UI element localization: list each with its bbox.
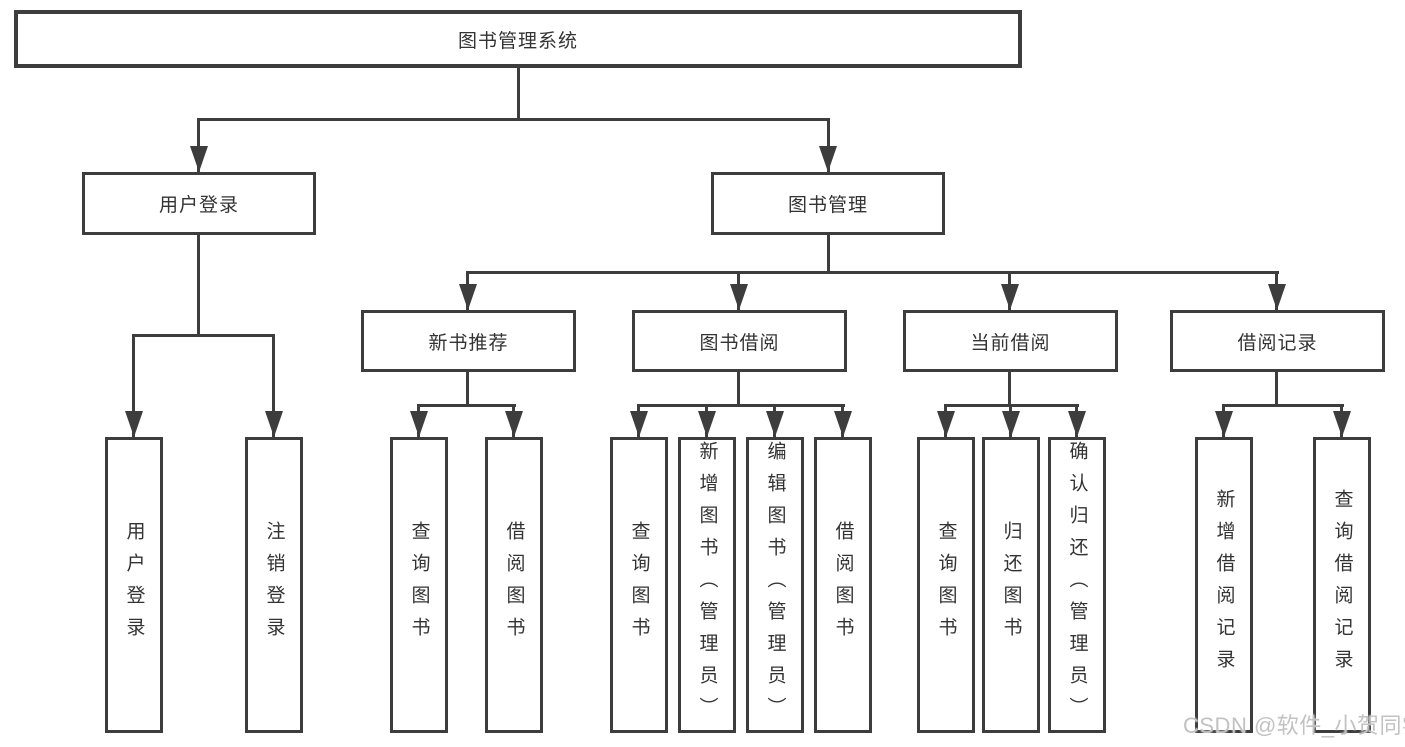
node-new-book-recommendation: 新书推荐 xyxy=(361,310,576,372)
arrow-down-icon xyxy=(834,411,852,437)
connector-root-stem xyxy=(517,66,520,121)
connector-level3-bar xyxy=(466,271,1279,274)
node-label: 借阅图书 xyxy=(832,521,854,649)
connector-line xyxy=(1008,370,1011,407)
node-label: 图书管理系统 xyxy=(457,30,578,52)
arrow-down-icon xyxy=(630,411,648,437)
arrow-down-icon xyxy=(1215,411,1233,437)
connector-level2-bar xyxy=(197,118,830,121)
node-book-borrowing: 图书借阅 xyxy=(632,310,847,372)
node-label: 新增图书（管理员） xyxy=(696,441,718,729)
connector-group-bar xyxy=(417,404,516,407)
node-label: 查询图书 xyxy=(628,521,650,649)
node-borrowing-records: 借阅记录 xyxy=(1170,310,1385,372)
connector-group-bar xyxy=(637,404,845,407)
node-label: 查询借阅记录 xyxy=(1331,489,1353,681)
leaf-edit-books-admin: 编辑图书（管理员） xyxy=(746,437,804,733)
arrow-down-icon xyxy=(766,411,784,437)
node-label: 用户登录 xyxy=(158,195,239,216)
node-current-borrowing: 当前借阅 xyxy=(903,310,1118,372)
node-label: 图书管理 xyxy=(787,195,868,216)
connector-line xyxy=(466,370,469,407)
arrow-down-icon xyxy=(459,284,477,310)
node-label: 新书推荐 xyxy=(428,332,509,354)
node-label: 当前借阅 xyxy=(970,332,1051,354)
node-label: 图书借阅 xyxy=(699,332,780,354)
arrow-down-icon xyxy=(190,146,208,172)
leaf-confirm-return-admin: 确认归还（管理员） xyxy=(1048,437,1106,733)
arrow-down-icon xyxy=(1268,284,1286,310)
node-label: 编辑图书（管理员） xyxy=(764,441,786,729)
leaf-logout: 注销登录 xyxy=(245,437,303,733)
csdn-watermark: CSDN @软件_小贺同学 xyxy=(1183,713,1405,738)
node-label: 新增借阅记录 xyxy=(1213,489,1235,681)
leaf-add-borrow-record: 新增借阅记录 xyxy=(1195,437,1253,733)
leaf-add-books-admin: 新增图书（管理员） xyxy=(678,437,736,733)
node-label: 借阅图书 xyxy=(503,521,525,649)
connector-line xyxy=(197,118,200,172)
connector-line xyxy=(272,334,275,437)
leaf-recommend-borrow-books: 借阅图书 xyxy=(485,437,543,733)
connector-line xyxy=(197,233,200,337)
connector-line xyxy=(132,334,135,437)
arrow-down-icon xyxy=(125,411,143,437)
arrow-down-icon xyxy=(1333,411,1351,437)
connector-line xyxy=(827,118,830,172)
node-book-management: 图书管理 xyxy=(711,172,945,235)
arrow-down-icon xyxy=(410,411,428,437)
node-label: 注销登录 xyxy=(263,521,285,649)
node-library-management-system: 图书管理系统 xyxy=(14,10,1022,68)
connector-group-bar xyxy=(1222,404,1344,407)
node-user-login: 用户登录 xyxy=(82,172,316,235)
arrow-down-icon xyxy=(698,411,716,437)
node-label: 确认归还（管理员） xyxy=(1066,441,1088,729)
node-label: 归还图书 xyxy=(1000,521,1022,649)
leaf-user-login: 用户登录 xyxy=(105,437,163,733)
leaf-borrow-books: 借阅图书 xyxy=(814,437,872,733)
node-label: 查询图书 xyxy=(408,521,430,649)
arrow-down-icon xyxy=(819,146,837,172)
arrow-down-icon xyxy=(730,284,748,310)
node-label: 用户登录 xyxy=(123,521,145,649)
leaf-current-query-books: 查询图书 xyxy=(917,437,975,733)
connector-line xyxy=(1275,370,1278,407)
arrow-down-icon xyxy=(937,411,955,437)
arrow-down-icon xyxy=(265,411,283,437)
arrow-down-icon xyxy=(505,411,523,437)
leaf-query-borrow-record: 查询借阅记录 xyxy=(1313,437,1371,733)
leaf-recommend-query-books: 查询图书 xyxy=(390,437,448,733)
node-label: 借阅记录 xyxy=(1237,332,1318,354)
leaf-return-books: 归还图书 xyxy=(982,437,1040,733)
connector-group-bar xyxy=(132,334,275,337)
arrow-down-icon xyxy=(1002,411,1020,437)
arrow-down-icon xyxy=(1001,284,1019,310)
node-label: 查询图书 xyxy=(935,521,957,649)
arrow-down-icon xyxy=(1068,411,1086,437)
connector-line xyxy=(737,370,740,407)
leaf-borrowing-query-books: 查询图书 xyxy=(610,437,668,733)
connector-line xyxy=(827,233,830,274)
